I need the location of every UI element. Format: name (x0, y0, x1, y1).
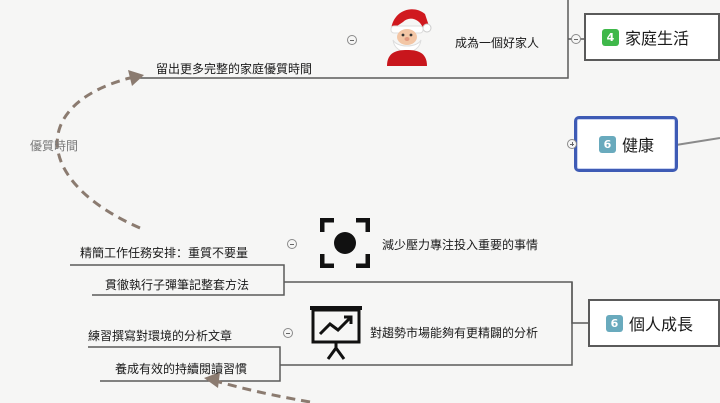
leaf-bullet-journal[interactable]: 貫徹執行子彈筆記整套方法 (105, 278, 250, 292)
collapse-toggle-family[interactable] (571, 34, 581, 44)
priority-badge: 6 (599, 135, 616, 153)
leaf-analysis-writing[interactable]: 練習撰寫對環境的分析文章 (88, 329, 233, 343)
subtopic-trend-analysis[interactable]: 對趨勢市場能夠有更精闢的分析 (370, 326, 539, 340)
topic-health[interactable]: 6 健康 (574, 116, 678, 172)
priority-badge: 4 (602, 28, 619, 46)
topic-label: 個人成長 (629, 315, 694, 334)
collapse-toggle-trend[interactable] (283, 328, 293, 338)
topic-label: 健康 (622, 136, 655, 155)
expand-toggle-health[interactable] (567, 139, 577, 149)
relationship-label[interactable]: 優質時間 (30, 139, 79, 153)
subtopic-family-time[interactable]: 留出更多完整的家庭優質時間 (156, 62, 313, 76)
leaf-reading-habit[interactable]: 養成有效的持續閱讀習慣 (115, 362, 248, 376)
focus-frame-icon (319, 217, 371, 272)
topic-family-life[interactable]: 4 家庭生活 (584, 13, 720, 61)
subtopic-good-family[interactable]: 成為一個好家人 (455, 36, 540, 50)
topic-personal-growth[interactable]: 6 個人成長 (588, 299, 720, 347)
priority-badge: 6 (606, 314, 623, 332)
santa-claus-icon (383, 4, 433, 70)
subtopic-reduce-stress[interactable]: 減少壓力專注投入重要的事情 (382, 238, 539, 252)
collapse-toggle-good-family[interactable] (347, 35, 357, 45)
leaf-streamline-work[interactable]: 精簡工作任務安排：重質不要量 (80, 246, 249, 260)
collapse-toggle-stress[interactable] (287, 239, 297, 249)
topic-label: 家庭生活 (625, 29, 690, 48)
presentation-chart-icon (308, 304, 364, 366)
